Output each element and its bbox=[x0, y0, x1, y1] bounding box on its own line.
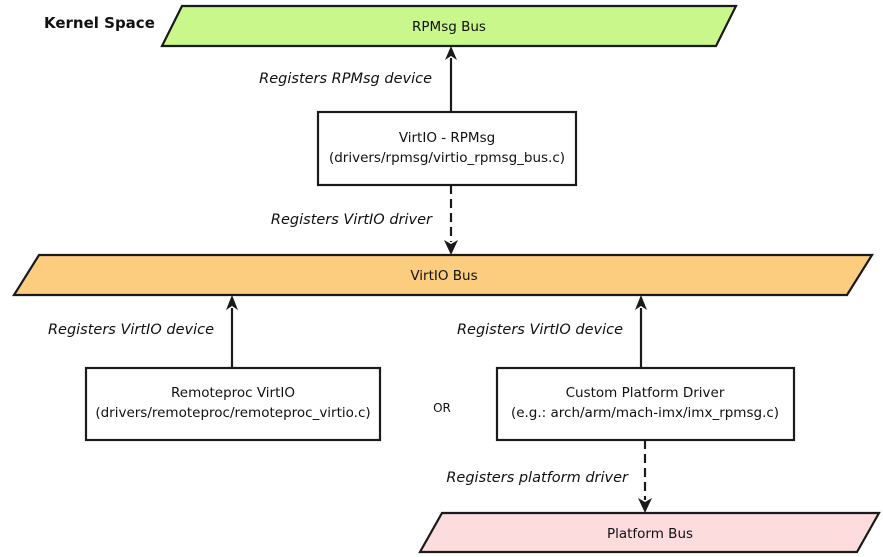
edge-label-registers-platform-driver: Registers platform driver bbox=[446, 470, 629, 486]
custom-platform-driver-box-title: Custom Platform Driver bbox=[566, 385, 725, 401]
platform-bus-label: Platform Bus bbox=[607, 526, 693, 542]
remoteproc-virtio-box-path: (drivers/remoteproc/remoteproc_virtio.c) bbox=[95, 405, 370, 421]
kernel-space-label: Kernel Space bbox=[44, 14, 155, 32]
edge-label-registers-virtio-driver: Registers VirtIO driver bbox=[271, 212, 433, 228]
remoteproc-virtio-box bbox=[84, 366, 382, 442]
connector-virtio-driver-arrowhead bbox=[444, 240, 458, 255]
platform-bus-shape bbox=[418, 511, 881, 554]
edge-label-registers-rpmsg-device: Registers RPMsg device bbox=[259, 71, 432, 87]
edge-label-registers-virtio-device-right: Registers VirtIO device bbox=[457, 322, 623, 338]
connector-virtio-device-left-arrowhead bbox=[226, 295, 238, 310]
virtio-bus-label: VirtIO Bus bbox=[410, 268, 477, 284]
virtio-rpmsg-box-path: (drivers/rpmsg/virtio_rpmsg_bus.c) bbox=[329, 150, 565, 166]
remoteproc-virtio-box-title: Remoteproc VirtIO bbox=[171, 385, 295, 401]
custom-platform-driver-box bbox=[495, 366, 796, 442]
or-label: OR bbox=[433, 401, 451, 415]
virtio-bus-shape bbox=[12, 253, 874, 297]
connector-virtio-device-right-arrowhead bbox=[635, 295, 647, 310]
custom-platform-driver-box-path: (e.g.: arch/arm/mach-imx/imx_rpmsg.c) bbox=[511, 405, 779, 421]
connector-rpmsg-device-arrowhead bbox=[445, 46, 457, 60]
rpmsg-bus-shape bbox=[160, 4, 738, 48]
rpmsg-bus-label: RPMsg Bus bbox=[412, 19, 486, 35]
virtio-rpmsg-box bbox=[316, 110, 578, 187]
virtio-rpmsg-box-title: VirtIO - RPMsg bbox=[399, 130, 495, 146]
connector-platform-driver-arrowhead bbox=[638, 498, 652, 513]
edge-label-registers-virtio-device-left: Registers VirtIO device bbox=[48, 322, 214, 338]
